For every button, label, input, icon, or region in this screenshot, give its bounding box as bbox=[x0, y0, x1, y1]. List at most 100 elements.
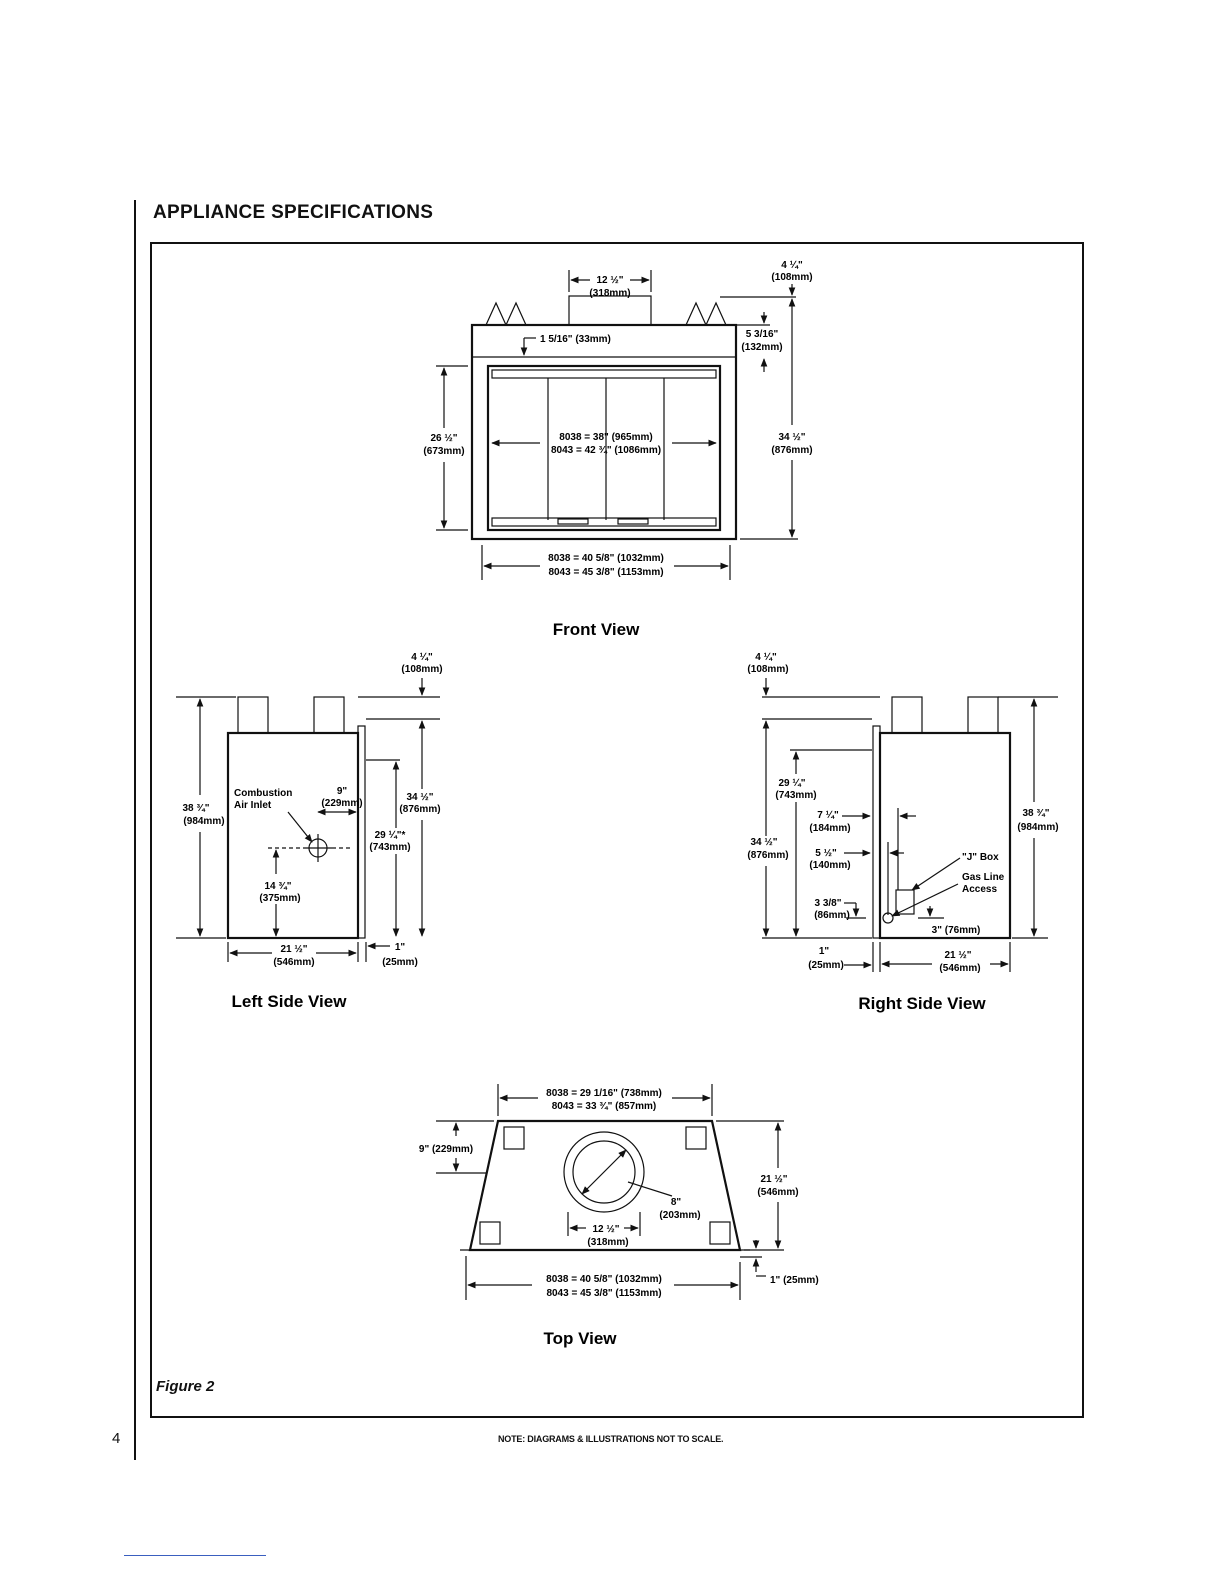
right-depth: 21 ½" bbox=[945, 950, 972, 961]
right-standoff-mm: (25mm) bbox=[808, 960, 844, 971]
right-view-label: Right Side View bbox=[858, 994, 986, 1013]
left-side-view: 4 ¼" (108mm) 38 ¾" (984mm) Combustion Ai… bbox=[176, 652, 443, 1011]
right-flue-height-mm: (108mm) bbox=[747, 664, 788, 675]
inlet-leader bbox=[287, 811, 313, 843]
top-flue-dia-mm: (203mm) bbox=[659, 1210, 700, 1221]
right-dim-3: 3 3/8" bbox=[815, 898, 842, 909]
page-number: 4 bbox=[112, 1430, 121, 1447]
front-opening-height-mm: (673mm) bbox=[423, 446, 464, 457]
front-flue-height-mm: (108mm) bbox=[771, 272, 812, 283]
left-flue-height: 4 ¼" bbox=[411, 652, 433, 663]
left-inlet-height-mm: (375mm) bbox=[259, 893, 300, 904]
right-front-face bbox=[872, 725, 881, 939]
top-back-depth: 9" (229mm) bbox=[419, 1144, 473, 1155]
top-flue-collar-inner bbox=[572, 1140, 636, 1204]
right-dim-5-mm: (140mm) bbox=[809, 860, 850, 871]
standoff-tri-1 bbox=[485, 301, 507, 326]
right-flue-1 bbox=[891, 696, 923, 734]
left-inlet-offset: 9" bbox=[337, 786, 348, 797]
top-back-width-8043: 8043 = 33 ¾" (857mm) bbox=[552, 1101, 657, 1112]
figure-frame bbox=[150, 242, 1084, 1418]
front-hood-mm: (132mm) bbox=[741, 342, 782, 353]
top-back-width-8038: 8038 = 29 1/16" (738mm) bbox=[546, 1088, 662, 1099]
right-inner-height: 29 ¼" bbox=[779, 778, 806, 789]
footnote: NOTE: DIAGRAMS & ILLUSTRATIONS NOT TO SC… bbox=[498, 1434, 724, 1444]
left-front-height-mm: (876mm) bbox=[399, 804, 440, 815]
left-overall-height-mm: (984mm) bbox=[183, 816, 224, 827]
right-dim-5: 5 ½" bbox=[815, 848, 837, 859]
top-front-width-8043: 8043 = 45 3/8" (1153mm) bbox=[546, 1288, 661, 1299]
front-flue-width: 12 ½" bbox=[597, 275, 624, 286]
top-depth-mm: (546mm) bbox=[757, 1187, 798, 1198]
top-corner-box-1 bbox=[503, 1126, 525, 1150]
front-view: 12 ½" (318mm) 4 ¼" (108mm) 1 5/16" (33mm… bbox=[423, 260, 812, 639]
section-title: APPLIANCE SPECIFICATIONS bbox=[153, 202, 434, 223]
front-overall-width-8038: 8038 = 40 5/8" (1032mm) bbox=[548, 553, 664, 564]
left-standoff: 1" bbox=[395, 942, 406, 953]
left-front-face bbox=[357, 725, 366, 939]
front-top-band: 1 5/16" (33mm) bbox=[540, 334, 611, 345]
front-flue-height: 4 ¼" bbox=[781, 260, 803, 271]
right-jbox-label: "J" Box bbox=[962, 852, 999, 863]
left-overall-height: 38 ¾" bbox=[183, 803, 210, 814]
top-corner-box-3 bbox=[479, 1221, 501, 1245]
right-gas-access bbox=[882, 912, 894, 924]
top-view: 8" (203mm) 8038 = 29 1/16" (738mm) 8043 … bbox=[419, 1084, 819, 1348]
front-overall-width-8043: 8043 = 45 3/8" (1153mm) bbox=[548, 567, 663, 578]
top-corner-box-2 bbox=[685, 1126, 707, 1150]
top-view-label: Top View bbox=[543, 1329, 617, 1348]
left-front-height: 34 ½" bbox=[407, 792, 434, 803]
left-flue-height-mm: (108mm) bbox=[401, 664, 442, 675]
left-flue-1 bbox=[237, 696, 269, 734]
right-flue-2 bbox=[967, 696, 999, 734]
right-overall-height-mm: (984mm) bbox=[1017, 822, 1058, 833]
right-depth-mm: (546mm) bbox=[939, 963, 980, 974]
right-overall-height: 38 ¾" bbox=[1023, 808, 1050, 819]
right-jbox bbox=[895, 889, 915, 915]
flue-dia-arrow bbox=[581, 1149, 627, 1195]
right-body bbox=[878, 731, 1012, 940]
front-view-label: Front View bbox=[553, 620, 640, 639]
front-opening-height: 26 ½" bbox=[431, 433, 458, 444]
front-opening-width-8043: 8043 = 42 ¾" (1086mm) bbox=[551, 445, 661, 456]
right-dim-3b: 3" (76mm) bbox=[932, 925, 981, 936]
front-logo-right bbox=[617, 518, 649, 525]
top-depth: 21 ½" bbox=[761, 1174, 788, 1185]
right-gas-label-1: Gas Line bbox=[962, 872, 1005, 883]
left-depth-mm: (546mm) bbox=[273, 957, 314, 968]
top-flue-dia: 8" bbox=[671, 1197, 682, 1208]
front-overall-height-mm: (876mm) bbox=[771, 445, 812, 456]
right-flue-height: 4 ¼" bbox=[755, 652, 777, 663]
jbox-leader bbox=[911, 857, 961, 891]
right-dim-7: 7 ¼" bbox=[817, 810, 839, 821]
right-side-view: 4 ¼" (108mm) 29 ¼" (743mm) 34 ½" (876mm)… bbox=[747, 652, 1058, 1013]
left-inlet-height: 14 ¾" bbox=[265, 881, 292, 892]
left-inner-height-mm: (743mm) bbox=[369, 842, 410, 853]
front-opening bbox=[486, 364, 722, 532]
left-standoff-mm: (25mm) bbox=[382, 957, 418, 968]
top-flue-offset: 12 ½" bbox=[593, 1224, 620, 1235]
figure-label: Figure 2 bbox=[156, 1378, 215, 1395]
right-inner-height-mm: (743mm) bbox=[775, 790, 816, 801]
standoff-tri-2 bbox=[505, 301, 527, 326]
left-inner-height: 29 ¼"* bbox=[375, 830, 406, 841]
top-corner-box-4 bbox=[709, 1221, 731, 1245]
left-view-label: Left Side View bbox=[232, 992, 348, 1011]
right-front-height: 34 ½" bbox=[751, 837, 778, 848]
front-flue-collar bbox=[568, 295, 652, 326]
standoff-tri-4 bbox=[705, 301, 727, 326]
front-logo-left bbox=[557, 518, 589, 525]
gas-leader bbox=[891, 883, 959, 917]
front-flue-width-mm: (318mm) bbox=[589, 288, 630, 299]
top-front-width-8038: 8038 = 40 5/8" (1032mm) bbox=[546, 1274, 662, 1285]
right-dim-7-mm: (184mm) bbox=[809, 823, 850, 834]
bottom-link-line bbox=[124, 1555, 266, 1556]
front-lower-rail bbox=[491, 517, 717, 527]
front-upper-rail bbox=[491, 369, 717, 379]
right-dim-3-mm: (86mm) bbox=[814, 910, 850, 921]
front-hood: 5 3/16" bbox=[746, 329, 779, 340]
left-inlet-label-1: Combustion bbox=[234, 788, 292, 799]
flue-dia-leader bbox=[627, 1181, 673, 1197]
standoff-tri-3 bbox=[685, 301, 707, 326]
